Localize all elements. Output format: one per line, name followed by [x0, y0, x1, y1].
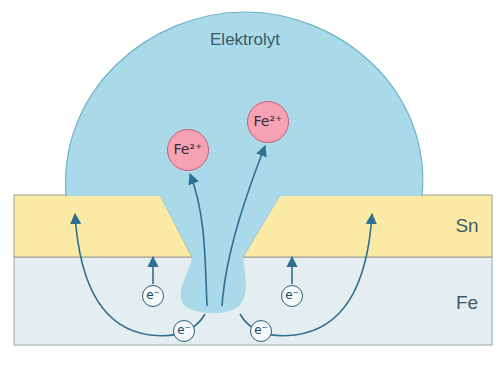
electron: e⁻ — [173, 320, 195, 342]
electron-label: e⁻ — [177, 324, 191, 337]
blob-shape — [60, 8, 430, 323]
region-label: Sn — [455, 216, 478, 237]
electron-path — [75, 214, 205, 336]
electrolyte-drop: ElektrolytFe²⁺ Fe²⁺ — [60, 8, 430, 323]
sn-shape — [14, 195, 492, 257]
electron-path — [240, 214, 372, 336]
electron-label: e⁻ — [146, 289, 160, 302]
ion-label: Fe²⁺ — [174, 142, 203, 157]
iron-layer: Fe e⁻ e⁻ e⁻ e⁻ — [14, 257, 492, 345]
tin-layer: Sn — [14, 195, 492, 257]
electron: e⁻ — [142, 285, 164, 307]
iron-ion: Fe²⁺ — [247, 101, 289, 143]
electron: e⁻ — [250, 320, 272, 342]
electron-arrow — [152, 257, 154, 284]
region-label: Fe — [456, 293, 478, 314]
iron-ion: Fe²⁺ — [167, 129, 209, 171]
electron-arrow — [291, 257, 293, 284]
region-label: Elektrolyt — [210, 31, 280, 50]
electron-label: e⁻ — [285, 289, 299, 302]
electron: e⁻ — [281, 285, 303, 307]
electron-label: e⁻ — [254, 324, 268, 337]
ion-label: Fe²⁺ — [254, 114, 283, 129]
